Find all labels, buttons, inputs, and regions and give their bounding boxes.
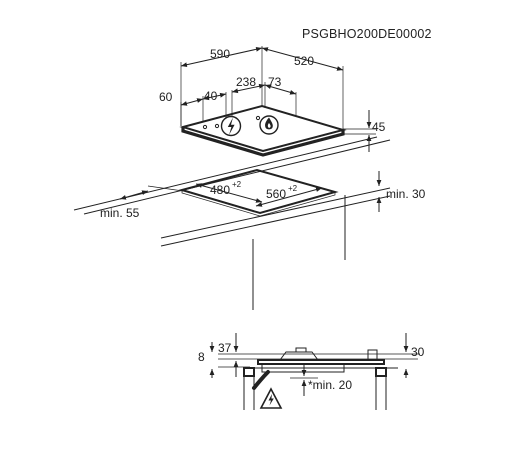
gas-flame-icon	[259, 115, 279, 135]
dim-width-label: 590	[210, 47, 230, 61]
dim-depth-line	[261, 47, 344, 71]
dim-min-back-label: min. 30	[386, 187, 426, 201]
dim-side-left-b: 37	[218, 341, 232, 355]
dim-burner-b-label: 73	[268, 75, 282, 89]
dim-side-right: 30	[411, 345, 425, 359]
dim-cutout-length-line	[195, 183, 263, 203]
knob-left	[202, 124, 208, 130]
dim-cutout-length-label: 480	[210, 183, 230, 197]
hob-top-view: 590 520 238 73 60 40 45	[159, 46, 386, 157]
knob-right	[255, 115, 261, 121]
dim-cutout-width-tol: +2	[288, 184, 298, 193]
dim-cutout-width-line	[255, 187, 323, 207]
electric-warning-icon	[220, 115, 242, 137]
gas-hose	[252, 370, 270, 390]
dim-knob-a-line	[180, 98, 204, 106]
dim-side-left-a: 8	[198, 350, 205, 364]
dim-height-label: 45	[372, 120, 386, 134]
document-code: PSGBHO200DE00002	[302, 27, 432, 41]
dim-knob-b-label: 40	[204, 89, 218, 103]
side-section-view: 8 37 30 *min. 20	[198, 333, 425, 410]
dim-knob-b-line	[202, 92, 227, 101]
knob-mid	[214, 123, 220, 129]
dim-burner-b-line	[264, 84, 297, 95]
dim-burner-a-line	[231, 83, 266, 94]
dim-min-front-label: min. 55	[100, 206, 140, 220]
dim-cutout-length-tol: +2	[232, 180, 242, 189]
dim-knob-a-label: 60	[159, 90, 173, 104]
dim-burner-a-label: 238	[236, 75, 256, 89]
hob-section	[257, 359, 385, 365]
cutout-outline	[178, 168, 339, 215]
dim-depth-label: 520	[294, 54, 314, 68]
dim-cutout-width-label: 560	[266, 187, 286, 201]
dim-width-line	[180, 46, 263, 68]
electric-warning-triangle-icon	[259, 387, 283, 409]
dim-min-clearance: *min. 20	[308, 378, 352, 392]
worktop-cutout: 480 +2 560 +2 min. 55 min. 30	[73, 136, 426, 310]
hob-thickness	[181, 127, 345, 157]
